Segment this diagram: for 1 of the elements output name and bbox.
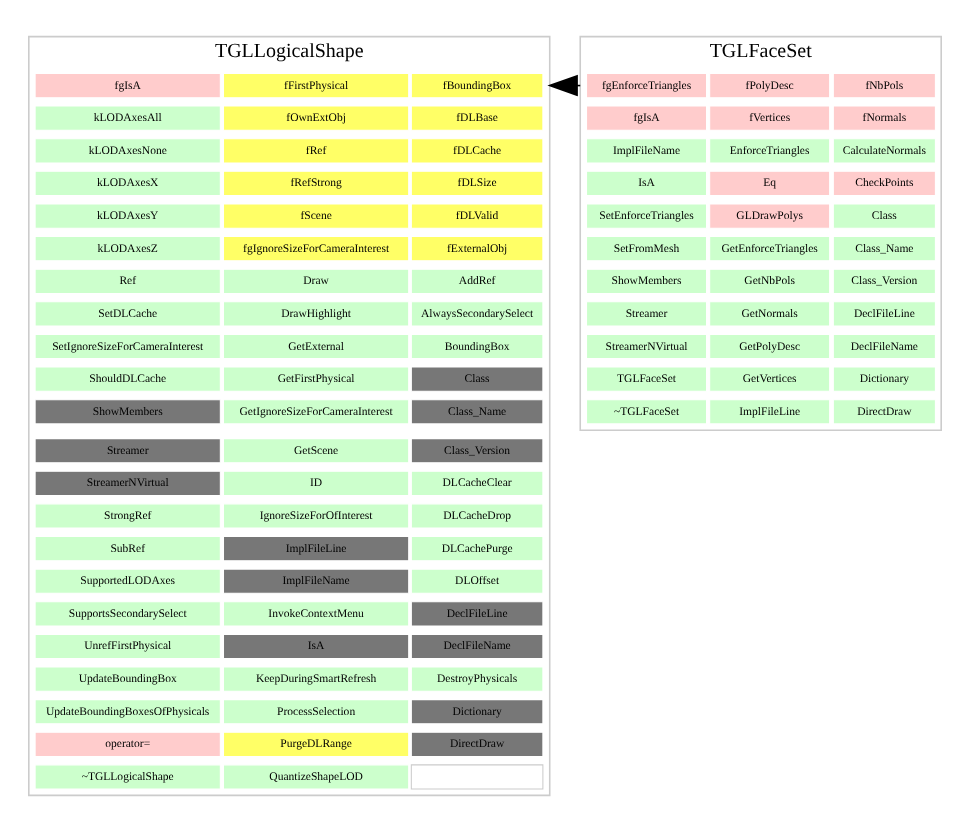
node-box bbox=[410, 764, 544, 790]
